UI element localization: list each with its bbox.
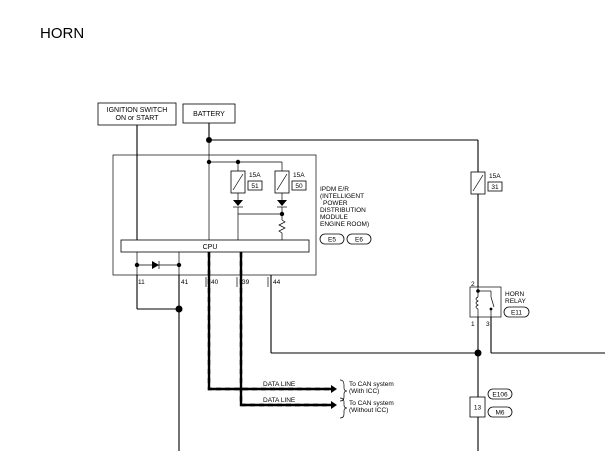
relay-output-wires [474, 317, 605, 451]
ipdm-diodes [233, 193, 287, 240]
ipdm-label-1: IPDM E/R [320, 186, 349, 193]
ground-wires [136, 275, 183, 451]
fuse-31-amp: 15A [489, 173, 501, 180]
connector-e106: E106 [492, 392, 508, 399]
fuse-50: 15A 50 [274, 170, 307, 194]
pin-44-wire [270, 275, 478, 354]
pin-39: 39 [242, 279, 250, 286]
can-label-2b: (Without ICC) [349, 407, 388, 414]
fuse-50-num: 50 [295, 183, 303, 190]
ipdm-label-5: MODULE [320, 214, 348, 221]
connector-pin-13: 13 [474, 405, 482, 412]
pin-11: 11 [138, 279, 145, 286]
fuse-51-amp: 15A [249, 172, 261, 179]
fuse-51: 15A 51 [230, 170, 263, 194]
connector-e106-m6: 13 E106 M6 [469, 388, 513, 418]
ipdm-label: IPDM E/R (INTELLIGENT POWER DISTRIBUTION… [319, 186, 372, 245]
ignition-label-1: IGNITION SWITCH [107, 107, 168, 114]
page-title: HORN [40, 25, 84, 42]
pin-44: 44 [273, 279, 281, 286]
data-line-wires [207, 252, 348, 419]
ipdm-label-3: POWER [323, 200, 348, 207]
ipdm-connector-e5: E5 [328, 237, 336, 244]
pin-40: 40 [211, 279, 219, 286]
relay-pin-3: 3 [486, 321, 490, 328]
ignition-switch-box: IGNITION SWITCH ON or START [97, 102, 177, 126]
ipdm-pins: 11 41 40 39 44 [138, 277, 281, 287]
ipdm-label-2: (INTELLIGENT [320, 193, 364, 200]
cpu-label: CPU [203, 244, 218, 251]
data-line-label-1: DATA LINE [263, 381, 296, 388]
fuse-31: 15A 31 [470, 171, 503, 287]
relay-pin-1: 1 [471, 321, 475, 328]
battery-wire [206, 123, 479, 172]
can-label-1b: (With ICC) [349, 388, 379, 395]
relay-pin-2: 2 [471, 281, 475, 288]
relay-label-2: RELAY [505, 298, 526, 305]
can-label-1a: To CAN system [349, 381, 394, 388]
ipdm-label-6: ENGINE ROOM) [320, 221, 369, 228]
battery-label: BATTERY [193, 111, 225, 118]
fuse-31-num: 31 [491, 184, 499, 191]
ipdm-ground-circuit [134, 252, 182, 275]
fuse-51-num: 51 [251, 183, 259, 190]
relay-label-1: HORN [505, 291, 524, 298]
pin-41: 41 [181, 279, 189, 286]
ipdm-box [112, 154, 317, 276]
data-line-labels: DATA LINE DATA LINE To CAN system (With … [263, 381, 394, 414]
ipdm-connector-e6: E6 [355, 237, 363, 244]
data-line-label-2: DATA LINE [263, 397, 296, 404]
battery-box: BATTERY [182, 103, 236, 124]
horn-relay: 2 1 3 HORN RELAY E11 [469, 281, 530, 328]
cpu-box: CPU [120, 239, 310, 253]
ipdm-internal-feed [206, 140, 283, 240]
fuse-50-amp: 15A [293, 172, 305, 179]
ipdm-label-4: DISTRIBUTION [320, 207, 366, 214]
connector-m6: M6 [495, 410, 504, 417]
can-label-2a: To CAN system [349, 400, 394, 407]
relay-connector: E11 [511, 310, 522, 317]
ignition-label-2: ON or START [116, 115, 160, 122]
